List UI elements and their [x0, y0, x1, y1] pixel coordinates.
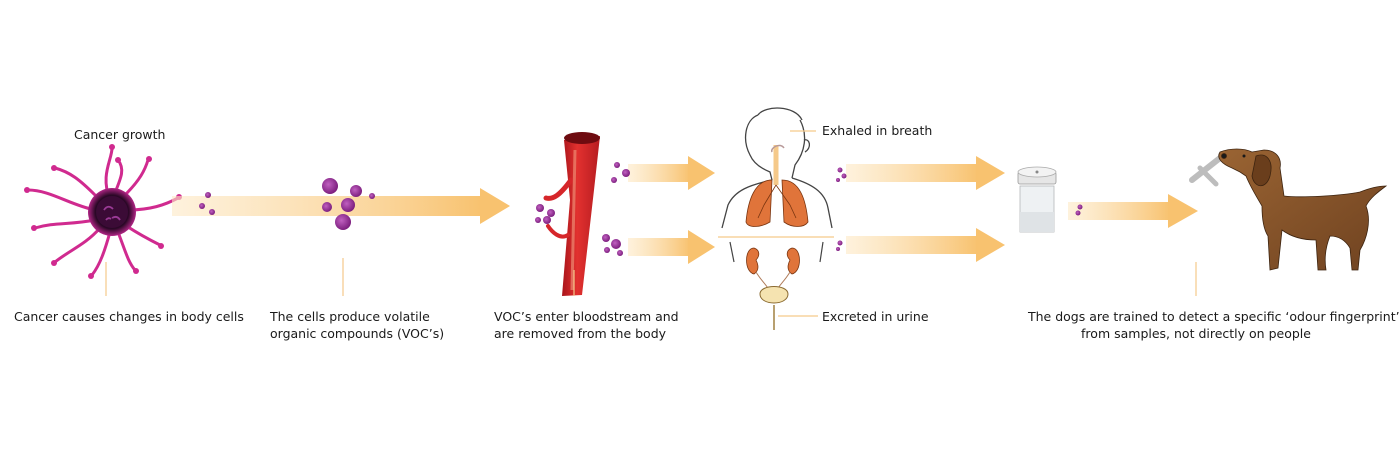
dog-icon	[1218, 148, 1388, 271]
step3-caption-line2: are removed from the body	[494, 326, 667, 341]
urinary-system-icon	[729, 241, 824, 330]
step1-caption: Cancer causes changes in body cells	[14, 309, 244, 324]
voc-molecules-2-icon	[602, 162, 630, 256]
voc-molecules-blood-icon	[535, 204, 555, 224]
sample-jar-icon	[1017, 166, 1057, 233]
step2-caption-line1: The cells produce volatile	[270, 309, 430, 324]
voc-molecules-3-icon	[836, 167, 847, 251]
step5-caption: The dogs are trained to detect a specifi…	[1028, 308, 1400, 342]
arrow-breath-sample-icon	[846, 156, 1005, 190]
voc-molecules-1-icon	[199, 178, 375, 230]
no-direct-contact-icon	[1189, 155, 1223, 187]
arrow-urine-icon	[628, 230, 715, 264]
exhaled-label: Exhaled in breath	[822, 123, 933, 138]
step2-caption-line2: organic compounds (VOC’s)	[270, 326, 445, 341]
arrow-dog-icon	[1068, 194, 1198, 228]
voc-molecules-4-icon	[1075, 204, 1083, 216]
step5-caption-line1: The dogs are trained to detect a specifi…	[1028, 309, 1400, 324]
step2-caption: The cells produce volatile organic compo…	[270, 308, 445, 342]
lungs-icon	[745, 179, 809, 227]
arrow-urine-sample-icon	[846, 228, 1005, 262]
arrow-breath-icon	[628, 156, 715, 190]
blood-vessel-icon	[543, 132, 600, 296]
excreted-label: Excreted in urine	[822, 309, 929, 324]
step3-caption: VOC’s enter bloodstream and are removed …	[494, 308, 679, 342]
step3-caption-line1: VOC’s enter bloodstream and	[494, 309, 679, 324]
cancer-growth-label: Cancer growth	[74, 127, 166, 142]
trachea-icon	[771, 144, 785, 185]
step5-caption-line2: from samples, not directly on people	[1081, 326, 1311, 341]
cancer-cell-icon	[24, 144, 182, 279]
